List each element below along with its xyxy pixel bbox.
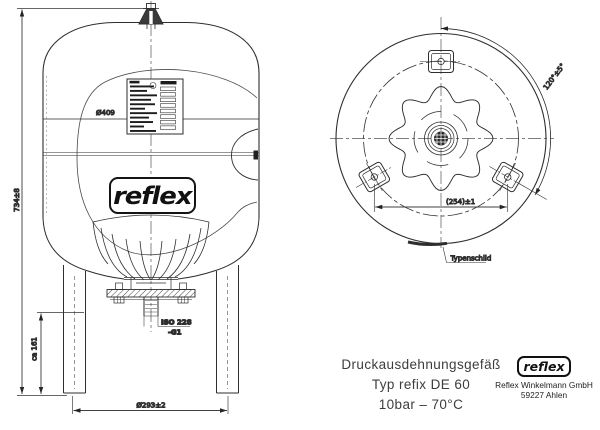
foot-pad-lower-left xyxy=(355,161,393,193)
dim-overall-height: 734±8 xyxy=(13,188,21,212)
foot-pad-lower-right xyxy=(489,161,527,193)
title-block: Druckausdehnungsgefäß Typ refix DE 60 10… xyxy=(330,355,512,415)
vessel-bottom-dome xyxy=(42,217,125,280)
bottom-flange-connection xyxy=(106,277,196,317)
product-name: Druckausdehnungsgefäß xyxy=(341,357,501,372)
vessel-logo-text: reflex xyxy=(113,181,192,210)
manufacturer-name: Reflex Winkelmann GmbH xyxy=(495,380,593,390)
nameplate-leader xyxy=(442,246,486,263)
nameplate-callout-label: Typenschild xyxy=(450,255,492,263)
inner-dashed-circle xyxy=(413,111,469,166)
weld-seam-mid xyxy=(43,152,259,156)
bolt-circle xyxy=(363,60,519,217)
dim-connection-standard: ISO 228 xyxy=(161,319,192,327)
product-rating: 10bar – 70°C xyxy=(378,397,464,412)
product-type: Typ refix DE 60 xyxy=(371,377,471,392)
manufacturer-block: reflex Reflex Winkelmann GmbH 59227 Ahle… xyxy=(489,354,599,400)
side-boss xyxy=(231,128,259,181)
moulding-rosette xyxy=(388,86,494,191)
dim-foot-angle: 120°±5° xyxy=(542,62,567,91)
air-valve xyxy=(138,3,164,29)
bottom-moulding xyxy=(92,214,210,281)
dim-floor-clearance: ca 161 xyxy=(31,337,39,361)
dim-connection-thread: -G1 xyxy=(168,329,182,337)
dim-foot-circle: Ø293±2 xyxy=(136,402,165,410)
dim-vessel-diameter: Ø409 xyxy=(96,109,115,117)
front-view-drawing: Ø409 734±8 ca 161 Ø293±2 ISO 228 -G1 xyxy=(12,1,260,414)
top-view-drawing: (254)±1 120°±5° Typenschild xyxy=(330,17,567,263)
manufacturer-logo-text: reflex xyxy=(523,359,565,374)
vessel-logo-badge: reflex xyxy=(109,177,196,214)
support-legs xyxy=(63,265,239,394)
top-view-dimensions xyxy=(373,26,551,212)
manufacturer-logo: reflex xyxy=(517,356,571,377)
manufacturer-city: 59227 Ahlen xyxy=(520,389,568,400)
side-boss-plug xyxy=(253,150,258,160)
membrane-outline xyxy=(76,69,258,256)
nameplate-arc xyxy=(407,240,448,247)
shell-nameplate xyxy=(126,78,184,135)
foot-pad-top xyxy=(420,50,462,73)
dim-bolt-spacing: (254)±1 xyxy=(446,198,475,206)
front-dimensions xyxy=(17,8,229,414)
center-fitting xyxy=(424,121,458,156)
vessel-bottom-dome-right xyxy=(177,217,260,280)
